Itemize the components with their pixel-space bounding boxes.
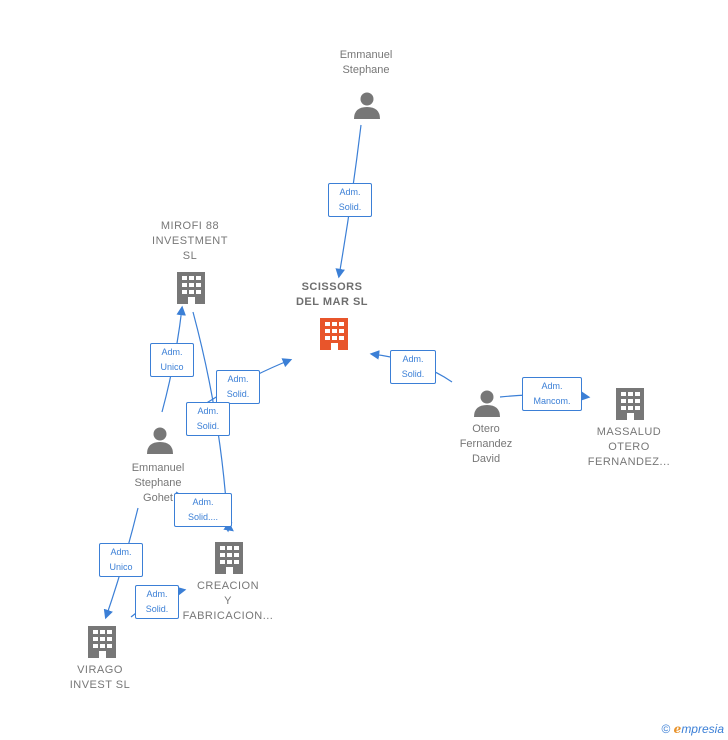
person-label[interactable]: Otero Fernandez David (459, 423, 513, 465)
badge-line-1: Adm. (402, 354, 424, 364)
brand-footer: © empresia (661, 722, 724, 736)
company-label[interactable]: SCISSORS DEL MAR SL (295, 281, 369, 308)
person-icon[interactable] (352, 90, 382, 120)
relation-badge[interactable]: Adm. Solid. (186, 402, 230, 436)
company-label[interactable]: CREACION Y FABRICACION... (182, 580, 274, 622)
building-icon[interactable] (86, 624, 118, 660)
relation-badge[interactable]: Adm. Unico (150, 343, 194, 377)
person-icon[interactable] (145, 425, 175, 455)
relation-badge[interactable]: Adm. Mancom. (522, 377, 582, 411)
badge-line-1: Adm. (110, 547, 132, 557)
badge-line-1: Adm. (541, 381, 563, 391)
badge-line-2: Solid. (338, 202, 362, 212)
badge-line-1: Adm. (339, 187, 361, 197)
relation-badge[interactable]: Adm. Solid. (216, 370, 260, 404)
badge-line-2: Solid. (401, 369, 425, 379)
brand-name: mpresia (681, 722, 724, 736)
badge-line-2: Unico (109, 562, 133, 572)
building-icon[interactable] (318, 316, 350, 352)
person-label[interactable]: Emmanuel Stephane (339, 49, 393, 76)
badge-line-2: Solid.... (187, 512, 218, 522)
building-icon[interactable] (213, 540, 245, 576)
company-label[interactable]: VIRAGO INVEST SL (69, 664, 131, 691)
relation-badge[interactable]: Adm. Solid. (135, 585, 179, 619)
badge-line-1: Adm. (146, 589, 168, 599)
relation-badge[interactable]: Adm. Solid.... (174, 493, 232, 527)
relation-badge[interactable]: Adm. Solid. (328, 183, 372, 217)
building-icon[interactable] (175, 270, 207, 306)
badge-line-1: Adm. (227, 374, 249, 384)
person-label[interactable]: Emmanuel Stephane Gohet (131, 462, 185, 504)
copyright-symbol: © (661, 722, 671, 736)
badge-line-2: Unico (160, 362, 184, 372)
badge-line-2: Solid. (145, 604, 169, 614)
relation-badge[interactable]: Adm. Unico (99, 543, 143, 577)
badge-line-1: Adm. (197, 406, 219, 416)
person-icon[interactable] (472, 388, 502, 418)
badge-line-1: Adm. (161, 347, 183, 357)
building-icon[interactable] (614, 386, 646, 422)
company-label[interactable]: MASSALUD OTERO FERNANDEZ... (587, 426, 671, 468)
badge-line-1: Adm. (192, 497, 214, 507)
badge-line-2: Solid. (226, 389, 250, 399)
brand-e-logo: e (673, 722, 682, 736)
badge-line-2: Solid. (196, 421, 220, 431)
badge-line-2: Mancom. (533, 396, 571, 406)
company-label[interactable]: MIROFI 88 INVESTMENT SL (152, 220, 228, 262)
relation-badge[interactable]: Adm. Solid. (390, 350, 436, 384)
